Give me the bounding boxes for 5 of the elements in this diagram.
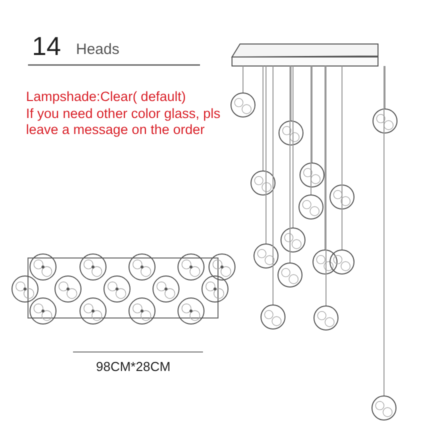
head-count: 14	[32, 32, 61, 61]
heads-label: Heads	[76, 42, 120, 58]
dimension-label: 98CM*28CM	[96, 360, 170, 374]
order-note: If you need other color glass, pls leave a message on the order	[26, 106, 222, 138]
lampshade-note: Lampshade:Clear( default)	[26, 90, 186, 105]
